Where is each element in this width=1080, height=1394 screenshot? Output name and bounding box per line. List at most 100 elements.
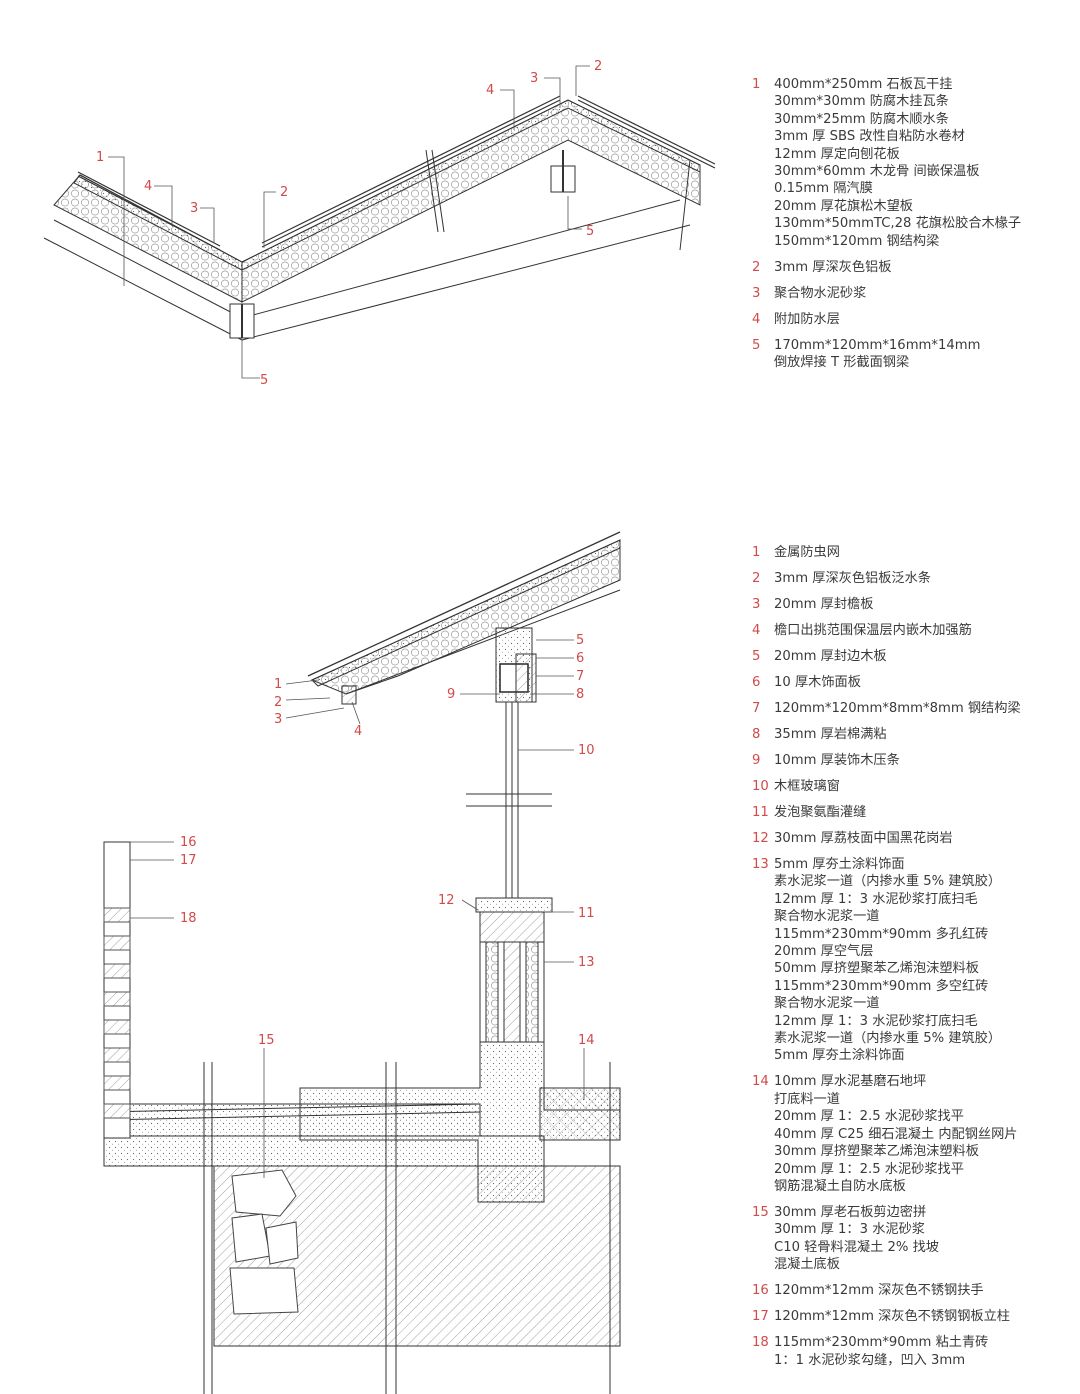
brick xyxy=(103,991,131,1007)
legend-number: 15 xyxy=(752,1204,769,1220)
legend-item: 1 金属防虫网 xyxy=(752,544,1021,561)
legend-text: 倒放焊接 T 形截面钢梁 xyxy=(774,355,910,371)
callout-number: 12 xyxy=(438,893,455,908)
legend-item: 2 3mm 厚深灰色铝板 xyxy=(752,259,1021,276)
legend-text: 20mm 厚封边木板 xyxy=(774,649,887,664)
legend-number: 3 xyxy=(752,285,761,301)
callout-number: 9 xyxy=(447,687,455,702)
legend-text: 10mm 厚装饰木压条 xyxy=(774,753,900,768)
callout-number: 13 xyxy=(578,955,595,970)
legend-number: 16 xyxy=(752,1283,769,1299)
legend-text: 1：1 水泥砂浆勾缝，凹入 3mm xyxy=(774,1352,966,1368)
legend-text: 130mm*50mmTC,28 花旗松胶合木椽子 xyxy=(774,216,1022,232)
legend-text: 30mm*25mm 防腐木顺水条 xyxy=(774,111,949,127)
brick xyxy=(103,935,131,951)
legend-number: 4 xyxy=(752,311,761,327)
legend-text: 附加防水层 xyxy=(774,311,840,327)
legend-text: 170mm*120mm*16mm*14mm xyxy=(774,337,981,353)
callout-number: 3 xyxy=(274,712,282,727)
legend-number: 17 xyxy=(752,1309,769,1325)
legend-item: 5 170mm*120mm*16mm*14mm 倒放焊接 T 形截面钢梁 xyxy=(752,337,1021,372)
legend-number: 1 xyxy=(752,77,761,92)
legend-item: 4 附加防水层 xyxy=(752,311,1021,328)
callout-number: 11 xyxy=(578,906,595,921)
legend-text: 钢筋混凝土自防水底板 xyxy=(774,1178,906,1194)
brick xyxy=(103,1075,131,1091)
legend-text: 发泡聚氨酯灌缝 xyxy=(774,805,867,820)
legend-text: 150mm*120mm 钢结构梁 xyxy=(774,233,940,249)
legend-number: 18 xyxy=(752,1335,769,1351)
legend-text: 400mm*250mm 石板瓦干挂 xyxy=(774,77,953,92)
legend-text: 3mm 厚深灰色铝板 xyxy=(774,259,892,275)
legend-text: 50mm 厚挤塑聚苯乙烯泡沫塑料板 xyxy=(774,961,979,977)
legend-text: 10 厚木饰面板 xyxy=(774,675,861,690)
callout-number: 10 xyxy=(578,743,595,758)
legend-number: 5 xyxy=(752,337,761,353)
legend-text: 3mm 厚深灰色铝板泛水条 xyxy=(774,571,931,586)
legend-text: 40mm 厚 C25 细石混凝土 内配钢丝网片 xyxy=(774,1126,1018,1142)
callout-number: 5 xyxy=(586,224,594,239)
legend-text: 30mm 厚荔枝面中国黑花岗岩 xyxy=(774,831,953,846)
legend-text: 打底料一道 xyxy=(774,1091,840,1107)
legend-number: 12 xyxy=(752,831,769,846)
legend-number: 1 xyxy=(752,545,761,560)
legend-text: 金属防虫网 xyxy=(774,545,840,560)
legend-text: 10mm 厚水泥基磨石地坪 xyxy=(774,1074,927,1090)
callout-number: 4 xyxy=(144,179,152,194)
legend-text: 30mm 厚挤塑聚苯乙烯泡沫塑料板 xyxy=(774,1144,979,1160)
legend-text: 檐口出挑范围保温层内嵌木加强筋 xyxy=(774,623,972,638)
callout-number: 15 xyxy=(258,1033,275,1048)
legend-item: 3 20mm 厚封檐板 xyxy=(752,596,1021,613)
legend-text: 120mm*12mm 深灰色不锈钢扶手 xyxy=(774,1283,984,1299)
legend-text: 5mm 厚夯土涂料饰面 xyxy=(774,857,905,872)
legend-number: 4 xyxy=(752,623,761,638)
legend-text: 聚合物水泥浆一道 xyxy=(774,996,880,1012)
callout-number: 3 xyxy=(530,71,538,86)
legend-item: 2 3mm 厚深灰色铝板泛水条 xyxy=(752,570,1021,587)
legend-text: 20mm 厚 1：2.5 水泥砂浆找平 xyxy=(774,1109,964,1125)
callout-number: 16 xyxy=(180,835,197,850)
callout-number: 4 xyxy=(354,724,362,739)
callout-number: 2 xyxy=(280,185,288,200)
callout-number: 4 xyxy=(486,83,494,98)
legend-text: 聚合物水泥浆一道 xyxy=(774,909,880,925)
legend-text: 混凝土底板 xyxy=(774,1257,840,1273)
legend-text: 木框玻璃窗 xyxy=(774,779,840,794)
legend-text: 5mm 厚夯土涂料饰面 xyxy=(774,1048,905,1064)
legend-number: 10 xyxy=(752,779,769,794)
legend-number: 3 xyxy=(752,597,761,612)
legend-text: 30mm 厚老石板剪边密拼 xyxy=(774,1204,927,1220)
legend-text: 20mm 厚封檐板 xyxy=(774,597,874,612)
callout-number: 8 xyxy=(576,687,584,702)
legend-number: 2 xyxy=(752,571,761,586)
roof-tiles-right xyxy=(261,95,716,248)
roof-tiles-left xyxy=(77,171,221,251)
legend-text: 115mm*230mm*90mm 多空红砖 xyxy=(774,978,989,994)
legend-text: 素水泥浆一道（内掺水重 5% 建筑胶） xyxy=(774,874,1002,890)
legend-number: 2 xyxy=(752,259,761,275)
legend-text: 20mm 厚 1：2.5 水泥砂浆找平 xyxy=(774,1161,964,1177)
callout-number: 1 xyxy=(96,150,104,165)
brick xyxy=(103,1047,131,1063)
legend-text: 115mm*230mm*90mm 多孔红砖 xyxy=(774,926,989,942)
legend-text: 30mm*60mm 木龙骨 间嵌保温板 xyxy=(774,164,980,180)
callout-number: 5 xyxy=(260,373,268,388)
legend-item: 17 120mm*12mm 深灰色不锈钢钢板立柱 xyxy=(752,1308,1021,1325)
legend-text: 120mm*12mm 深灰色不锈钢钢板立柱 xyxy=(774,1309,1010,1325)
brick xyxy=(103,907,131,923)
legend-text: 素水泥浆一道（内掺水重 5% 建筑胶） xyxy=(774,1031,1002,1047)
